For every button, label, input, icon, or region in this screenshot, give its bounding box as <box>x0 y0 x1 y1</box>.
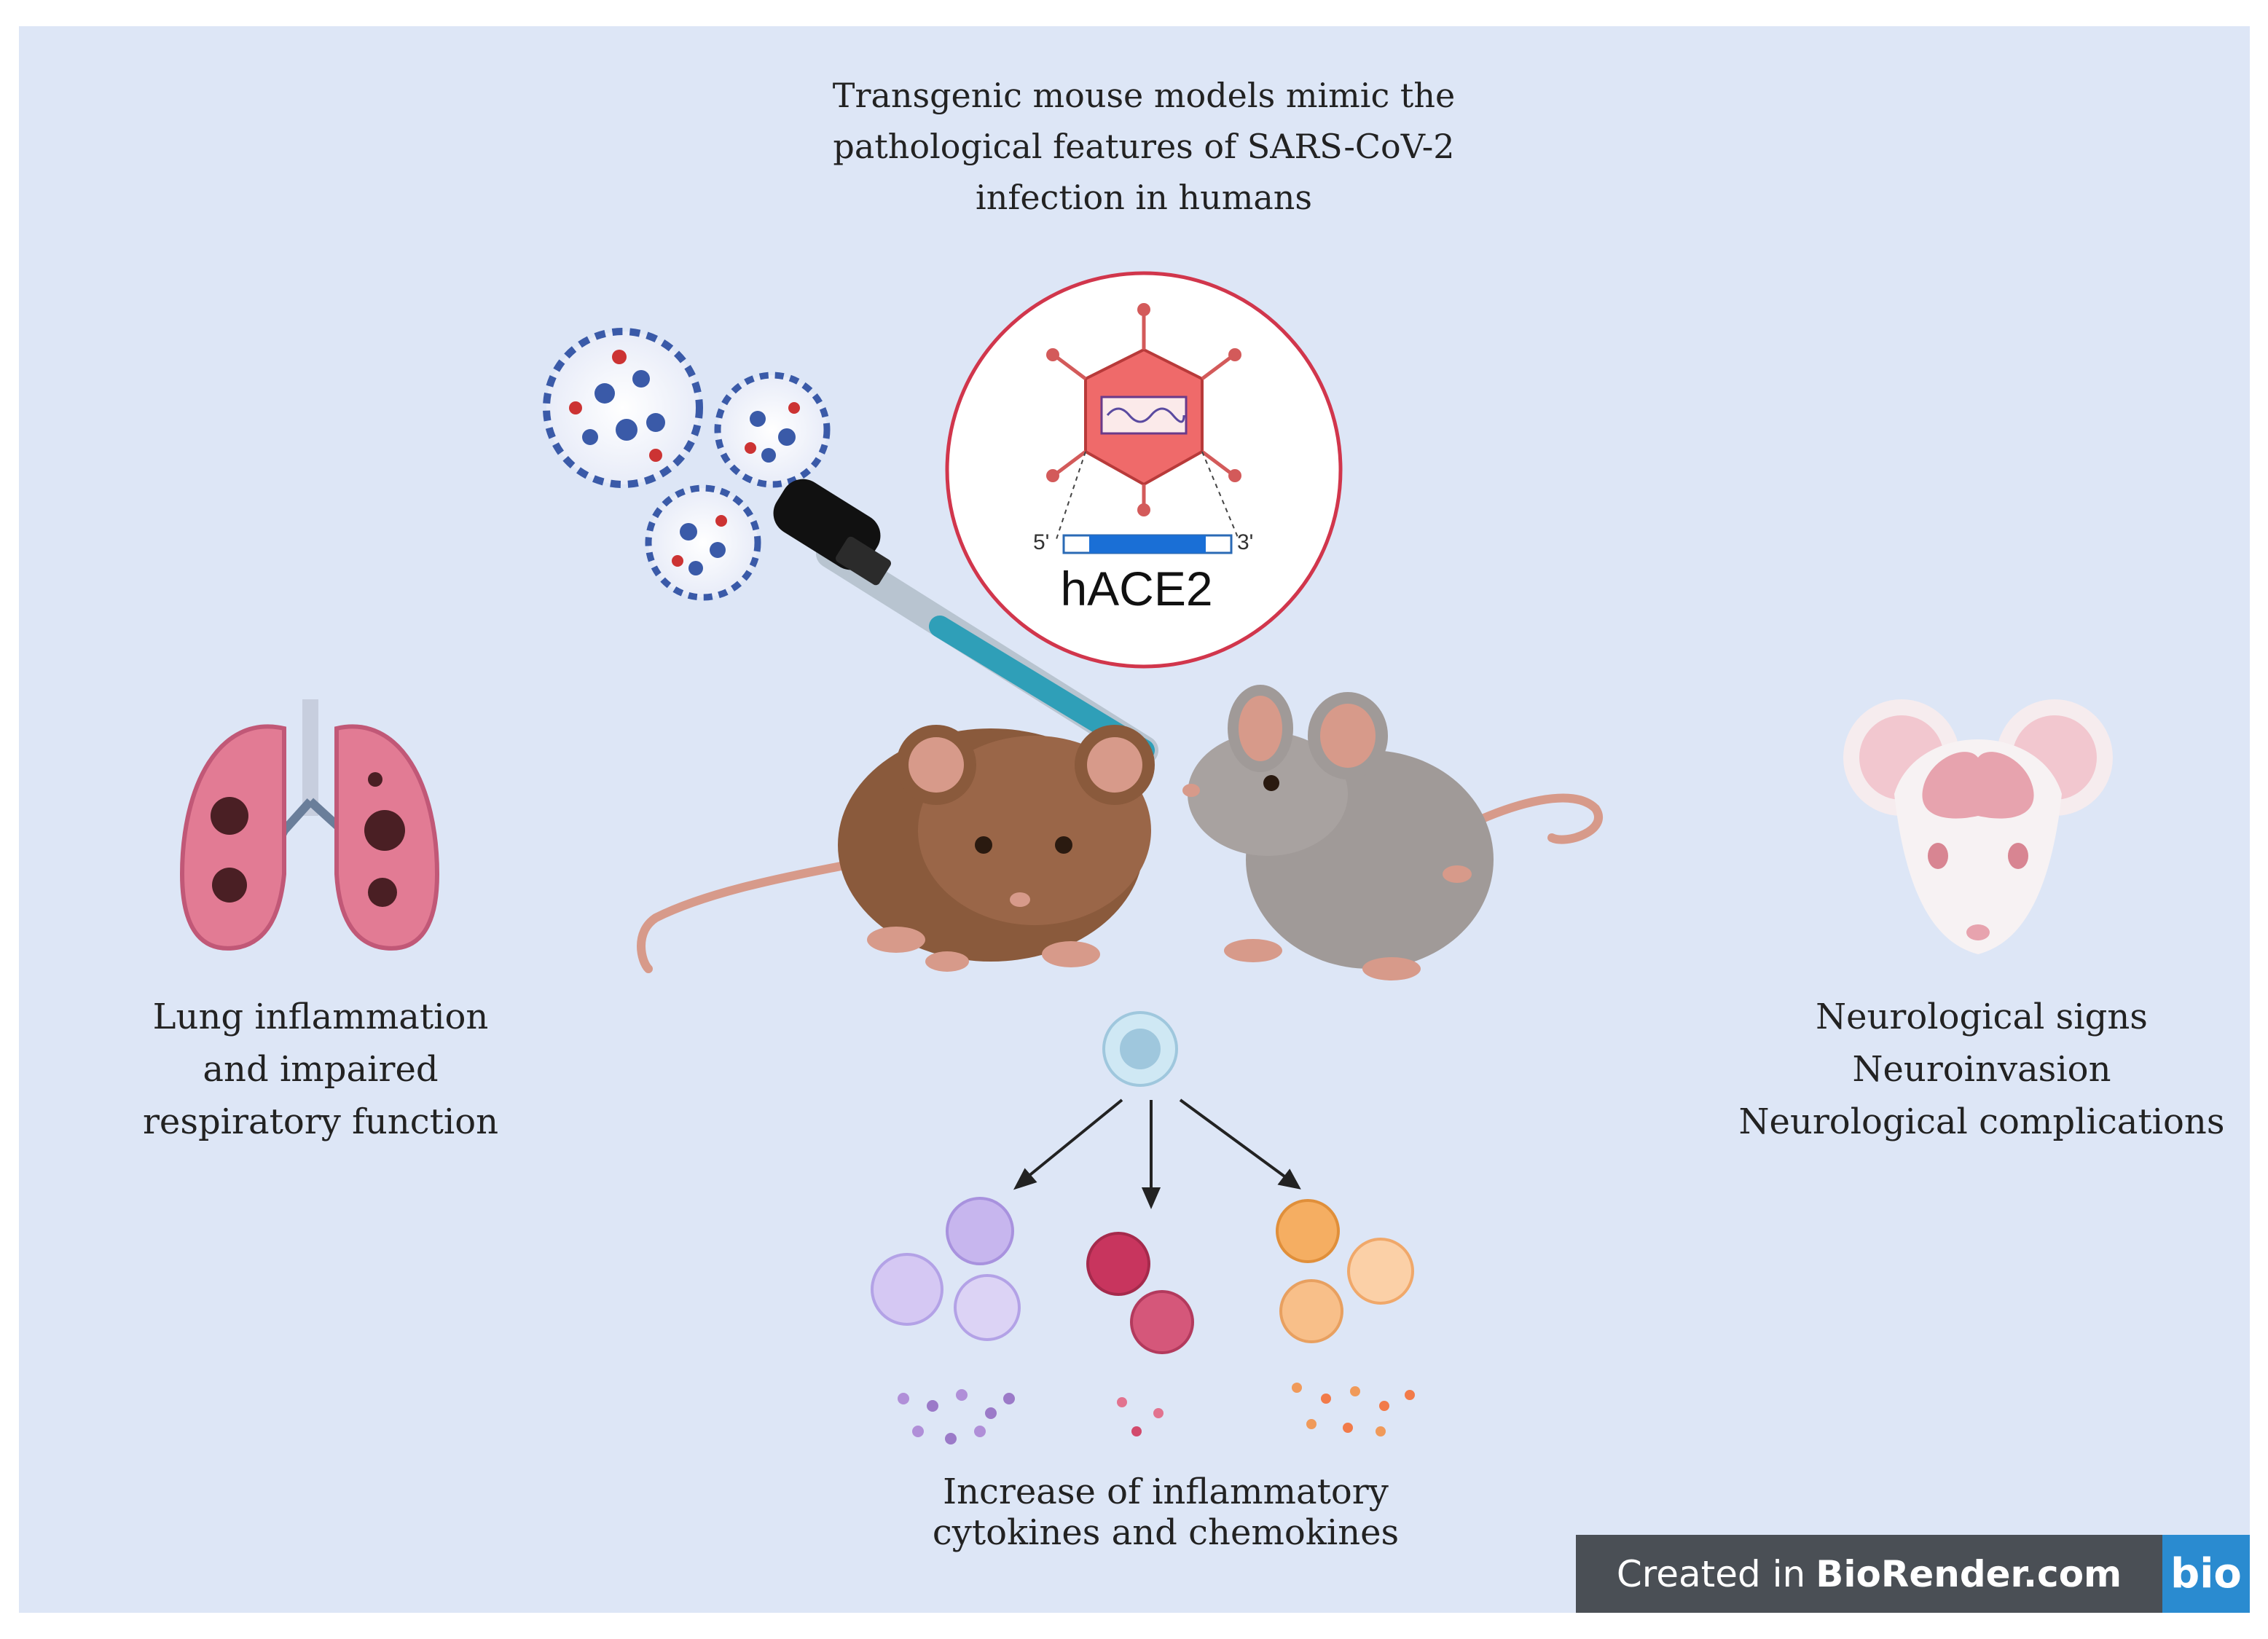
biorender-logo-icon: bio <box>2162 1535 2250 1613</box>
red-cell-group <box>1086 1232 1194 1436</box>
neuro-caption-line: Neurological signs <box>1816 997 2148 1037</box>
purple-cell-group <box>871 1197 1021 1445</box>
virus-icon <box>645 484 761 601</box>
cytokine-caption-line: cytokines and chemokines <box>932 1512 1400 1553</box>
neuro-caption: Neurological signs Neuroinvasion Neurolo… <box>1676 991 2268 1148</box>
virus-icon <box>714 372 831 488</box>
lung-caption-line: respiratory function <box>142 1101 499 1142</box>
arrows <box>1013 1098 1301 1210</box>
hace2-label: hACE2 <box>1060 562 1213 616</box>
diagram-title: Transgenic mouse models mimic the pathol… <box>743 70 1545 223</box>
badge-prefix: Created in <box>1616 1552 1806 1595</box>
immune-cell-icon <box>1102 1011 1178 1087</box>
cytokine-caption-line: Increase of inflammatory <box>943 1471 1389 1512</box>
grey-mouse-icon <box>1182 685 1603 980</box>
brown-mouse-icon <box>637 725 1155 973</box>
title-line: Transgenic mouse models mimic the <box>832 76 1456 115</box>
three-prime-label: 3' <box>1237 530 1254 554</box>
neuro-caption-line: Neurological complications <box>1738 1101 2225 1142</box>
virus-icon <box>543 328 703 488</box>
five-prime-label: 5' <box>1033 530 1050 554</box>
viral-vector-icon <box>945 271 1343 669</box>
lung-caption-line: Lung inflammation <box>152 997 489 1037</box>
biorender-badge[interactable]: Created in BioRender.com bio <box>1576 1535 2250 1613</box>
badge-text: Created in BioRender.com <box>1576 1535 2162 1613</box>
neuro-caption-line: Neuroinvasion <box>1852 1049 2111 1090</box>
title-line: infection in humans <box>976 178 1312 217</box>
lung-icon <box>179 699 440 951</box>
mouse-head-brain-icon <box>1843 699 2113 954</box>
lung-caption-line: and impaired <box>203 1049 439 1090</box>
orange-cell-group <box>1276 1199 1415 1436</box>
cytokine-caption: Increase of inflammatory cytokines and c… <box>809 1471 1523 1553</box>
lung-caption: Lung inflammation and impaired respirato… <box>95 991 546 1148</box>
badge-brand: BioRender.com <box>1816 1552 2122 1595</box>
title-line: pathological features of SARS-CoV-2 <box>833 127 1455 166</box>
